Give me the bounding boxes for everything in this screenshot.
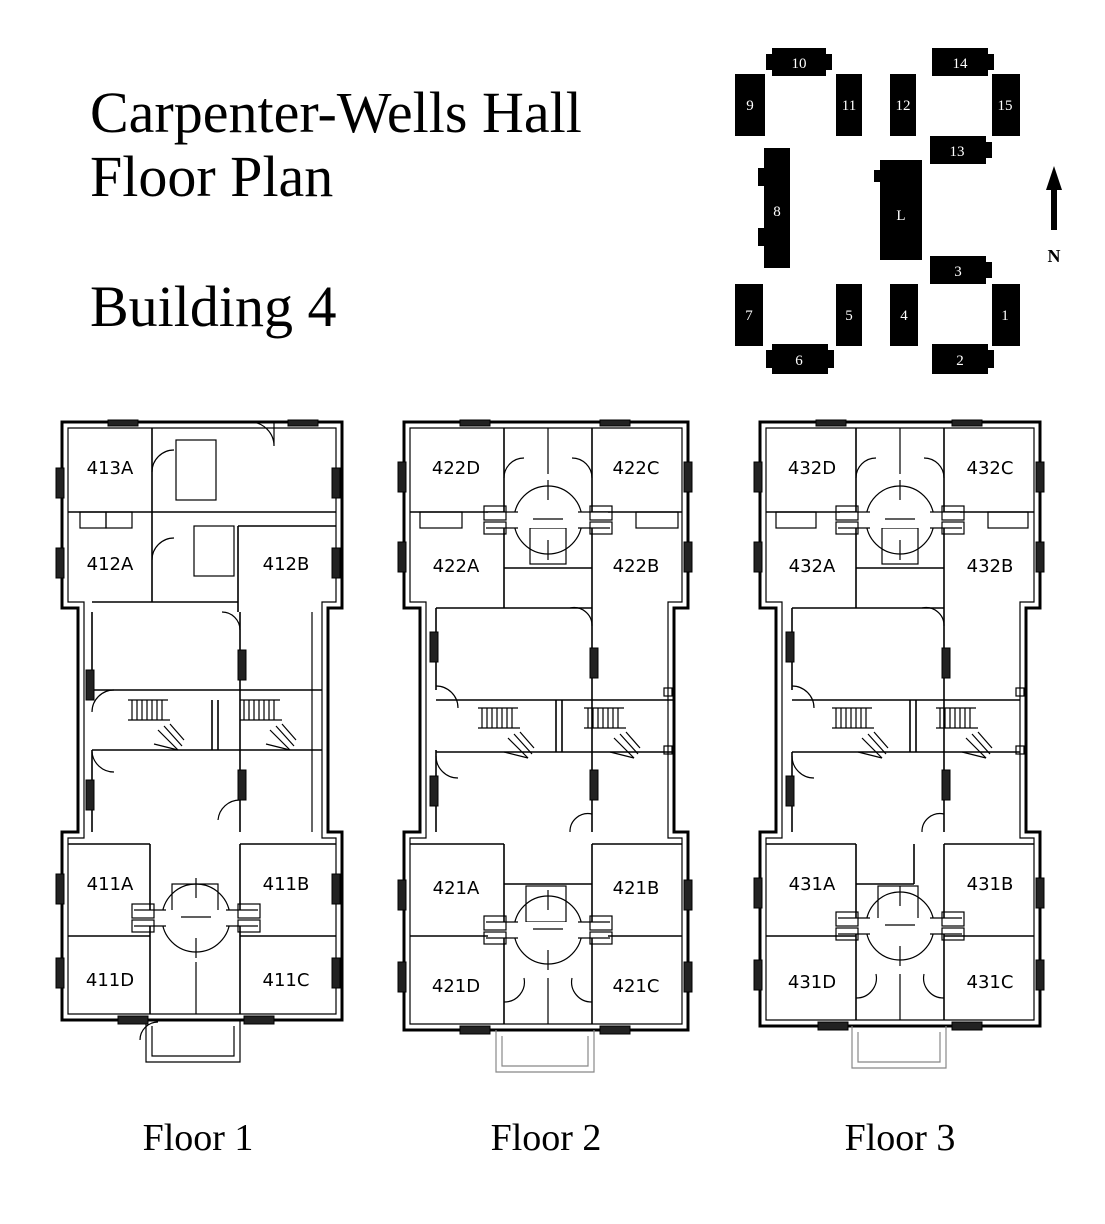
room-label: 421A: [433, 878, 480, 899]
floor-1-walls: [60, 420, 344, 1063]
floor-3-label: Floor 3: [845, 1117, 956, 1159]
room-label: 412B: [263, 554, 310, 575]
site-building-label: 2: [956, 353, 964, 369]
site-building-3: 3: [930, 256, 992, 284]
room-label: 422C: [613, 458, 660, 479]
site-building-6: 6: [766, 344, 834, 374]
site-building-label: 3: [954, 264, 962, 280]
site-building-label: 13: [950, 144, 965, 160]
room-label: 431C: [967, 972, 1014, 993]
room-label: 421C: [613, 976, 660, 997]
north-arrow-icon: N: [1046, 166, 1062, 266]
site-building-15: 15: [992, 74, 1020, 136]
site-building-5: 5: [836, 284, 862, 346]
title-block: Carpenter-Wells Hall Floor Plan Building…: [90, 80, 582, 339]
site-building-label: 4: [900, 308, 908, 324]
site-building-label: 12: [896, 98, 911, 114]
site-building-label: 11: [842, 98, 856, 114]
room-label: 412A: [87, 554, 134, 575]
room-label: 411C: [263, 970, 310, 991]
floor-1-room-labels: 413A 412A 412B 411A 411B 411D 411C: [86, 458, 310, 991]
site-building-12: 12: [890, 74, 916, 136]
site-building-8: 8: [758, 148, 790, 268]
title-line-1: Carpenter-Wells Hall: [90, 80, 582, 145]
site-building-10: 10: [766, 48, 832, 76]
room-label: 432D: [788, 458, 836, 479]
room-label: 431D: [788, 972, 836, 993]
site-building-label: 6: [795, 353, 803, 369]
floor-2-plan: 422D 422C 422A 422B 421A 421B 421D 421C …: [397, 419, 693, 1159]
room-label: 431A: [789, 874, 836, 895]
site-building-label: 9: [746, 98, 754, 114]
site-building-7: 7: [735, 284, 763, 346]
site-building-label: 8: [773, 204, 781, 220]
room-label: 432A: [789, 556, 836, 577]
site-building-label: L: [896, 208, 905, 224]
room-label: 421D: [432, 976, 480, 997]
site-building-label: 1: [1001, 308, 1009, 324]
room-label: 432C: [967, 458, 1014, 479]
site-building-9: 9: [735, 74, 765, 136]
site-building-label: 5: [845, 308, 853, 324]
floor-2-doors: [435, 457, 593, 1003]
room-label: 411A: [87, 874, 134, 895]
floor-3-plan: 432D 432C 432A 432B 431A 431B 431D 431C …: [753, 419, 1045, 1159]
floor-3-windows: [753, 419, 1045, 1031]
site-building-label: 15: [998, 98, 1013, 114]
floor-2-label: Floor 2: [491, 1117, 602, 1159]
north-label: N: [1048, 246, 1061, 266]
floor-2-room-labels: 422D 422C 422A 422B 421A 421B 421D 421C: [432, 458, 660, 997]
floor-1-plan: 413A 412A 412B 411A 411B 411D 411C Floor…: [55, 419, 344, 1159]
site-building-library: L: [874, 160, 922, 260]
room-label: 422B: [613, 556, 660, 577]
floor-1-doors: [91, 421, 275, 1041]
floor-3-doors: [791, 457, 945, 999]
room-label: 431B: [967, 874, 1014, 895]
site-building-1: 1: [992, 284, 1020, 346]
floor-2-windows: [397, 419, 693, 1035]
room-label: 413A: [87, 458, 134, 479]
room-label: 422A: [433, 556, 480, 577]
room-label: 411D: [86, 970, 134, 991]
site-building-13: 13: [930, 136, 992, 164]
room-label: 432B: [967, 556, 1014, 577]
site-building-label: 14: [953, 56, 969, 72]
floor-1-windows: [55, 419, 341, 1025]
site-building-2: 2: [932, 344, 994, 374]
site-building-label: 10: [792, 56, 807, 72]
room-label: 411B: [263, 874, 310, 895]
site-map: 10 9 11 12 14 15 1: [735, 48, 1062, 374]
site-building-11: 11: [836, 74, 862, 136]
floor-3-room-labels: 432D 432C 432A 432B 431A 431B 431D 431C: [788, 458, 1014, 993]
site-building-14: 14: [932, 48, 994, 76]
room-label: 421B: [613, 878, 660, 899]
floor-1-label: Floor 1: [143, 1117, 254, 1159]
site-building-4: 4: [890, 284, 918, 346]
room-label: 422D: [432, 458, 480, 479]
building-title: Building 4: [90, 274, 337, 339]
title-line-2: Floor Plan: [90, 144, 333, 209]
site-building-label: 7: [745, 308, 753, 324]
